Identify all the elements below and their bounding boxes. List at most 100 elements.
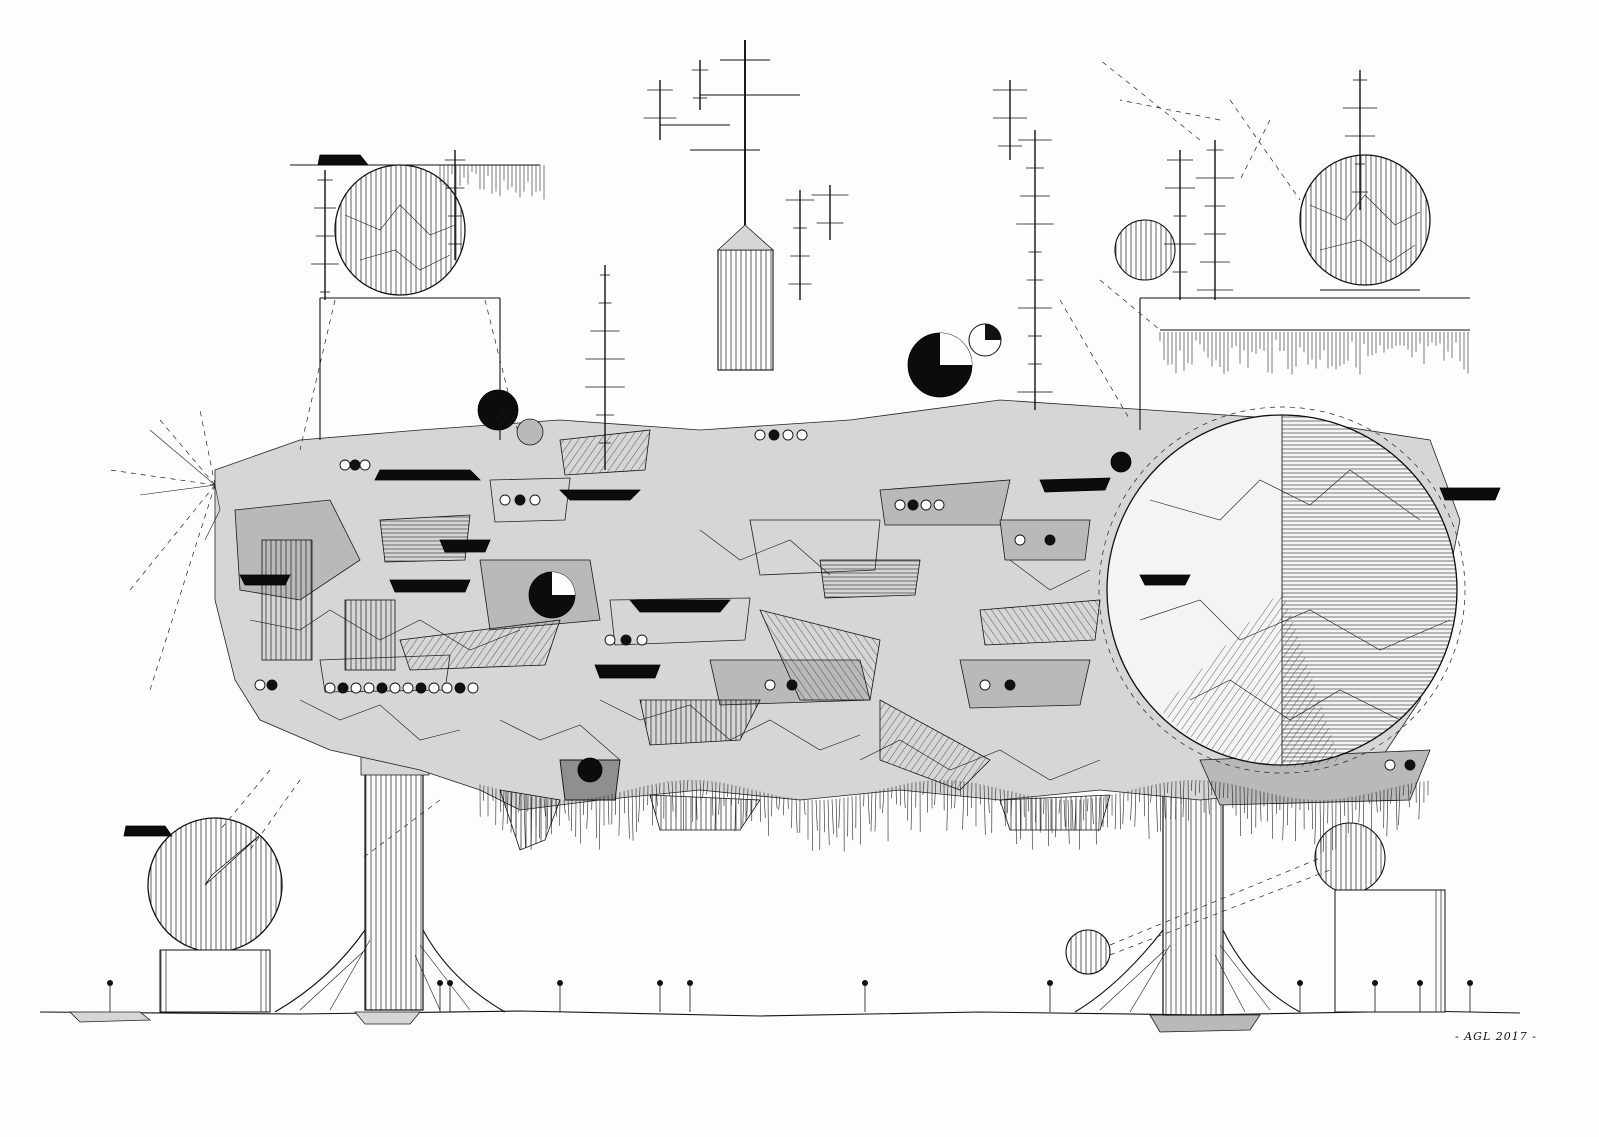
- drip-line: [910, 782, 913, 831]
- drip-line: [702, 780, 705, 799]
- drip-line: [523, 795, 526, 848]
- drip-line: [1190, 779, 1193, 791]
- drip-line: [1147, 785, 1150, 840]
- drip-line: [1063, 799, 1066, 827]
- porthole: [636, 634, 648, 646]
- porthole: [1014, 534, 1026, 546]
- sprig-leaf: [557, 980, 563, 986]
- sprig-leaf: [1297, 980, 1303, 986]
- porthole: [376, 682, 388, 694]
- ground-sprigs: [107, 980, 1473, 1012]
- drip-line: [870, 791, 873, 832]
- drip-line: [1275, 794, 1277, 814]
- porthole: [620, 634, 632, 646]
- drip-line: [795, 798, 798, 833]
- porthole: [907, 499, 919, 511]
- drip-line: [994, 787, 997, 802]
- porthole: [337, 682, 349, 694]
- drip-line: [682, 780, 685, 831]
- drip-line: [1170, 781, 1173, 820]
- drip-line: [962, 781, 965, 830]
- drip-line: [618, 792, 621, 836]
- drip-line: [482, 785, 485, 801]
- drip-line: [614, 793, 617, 815]
- drip-line: [1231, 784, 1234, 809]
- drip-line: [510, 792, 513, 833]
- drip-line: [499, 789, 502, 813]
- drip-line: [586, 798, 589, 829]
- right-pillar: [1074, 759, 1301, 1016]
- sphere-top-left: [290, 154, 540, 451]
- drip-line: [1362, 794, 1365, 828]
- porthole: [796, 429, 808, 441]
- drip-line: [882, 788, 885, 814]
- porthole: [349, 459, 361, 471]
- porthole: [933, 499, 945, 511]
- drip-line: [502, 790, 505, 830]
- drip-line: [831, 799, 834, 834]
- drip-line: [539, 798, 541, 839]
- drip-line: [859, 794, 861, 845]
- drip-line: [1047, 798, 1050, 846]
- drip-line: [763, 792, 766, 818]
- porthole: [1004, 679, 1016, 691]
- porthole: [604, 634, 616, 646]
- sprig-leaf: [447, 980, 453, 986]
- porthole: [499, 494, 511, 506]
- dashed-guide-lines: [109, 59, 1301, 861]
- porthole: [254, 679, 266, 691]
- drip-line: [1082, 799, 1085, 821]
- drip-line: [835, 798, 838, 838]
- porthole: [467, 682, 479, 694]
- drip-line: [1223, 782, 1225, 798]
- drip-line: [999, 788, 1001, 805]
- drip-line: [627, 790, 630, 839]
- drip-line: [1343, 798, 1346, 816]
- drip-line: [1410, 783, 1413, 794]
- drip-line: [1207, 780, 1210, 815]
- drip-line: [903, 784, 906, 809]
- drip-line: [851, 796, 854, 841]
- drip-line: [1071, 799, 1074, 831]
- drip-line: [838, 798, 841, 829]
- sprig-leaf: [657, 980, 663, 986]
- drip-line: [775, 795, 778, 809]
- drip-line: [783, 796, 785, 816]
- drip-line: [714, 781, 717, 830]
- drip-line: [899, 785, 902, 806]
- drip-line: [518, 794, 521, 813]
- drip-line: [686, 780, 689, 792]
- sprig-leaf: [1467, 980, 1473, 986]
- drip-line: [651, 784, 654, 826]
- drip-line: [1179, 780, 1182, 805]
- porthole: [415, 682, 427, 694]
- porthole: [529, 494, 541, 506]
- sprig-leaf: [1417, 980, 1423, 986]
- porthole: [359, 459, 371, 471]
- drip-line: [1167, 781, 1169, 793]
- drip-line: [1134, 788, 1137, 827]
- drip-line: [1367, 793, 1370, 804]
- drip-line: [1287, 797, 1289, 825]
- porthole: [920, 499, 932, 511]
- porthole: [324, 682, 336, 694]
- drip-line: [570, 799, 573, 832]
- drip-line: [1379, 790, 1381, 812]
- drip-line: [551, 799, 553, 835]
- drip-line: [1143, 786, 1145, 817]
- drip-line: [1259, 790, 1262, 822]
- porthole: [350, 682, 362, 694]
- drip-line: [1370, 792, 1373, 831]
- drip-line: [1058, 799, 1061, 814]
- drip-line: [1027, 795, 1029, 812]
- porthole: [768, 429, 780, 441]
- porthole: [514, 494, 526, 506]
- drip-line: [567, 799, 570, 821]
- drip-line: [543, 798, 546, 817]
- sprig-leaf: [107, 980, 113, 986]
- drip-line: [1407, 783, 1410, 808]
- drip-line: [1139, 787, 1141, 802]
- drip-line: [734, 785, 737, 832]
- drip-line: [1246, 787, 1249, 819]
